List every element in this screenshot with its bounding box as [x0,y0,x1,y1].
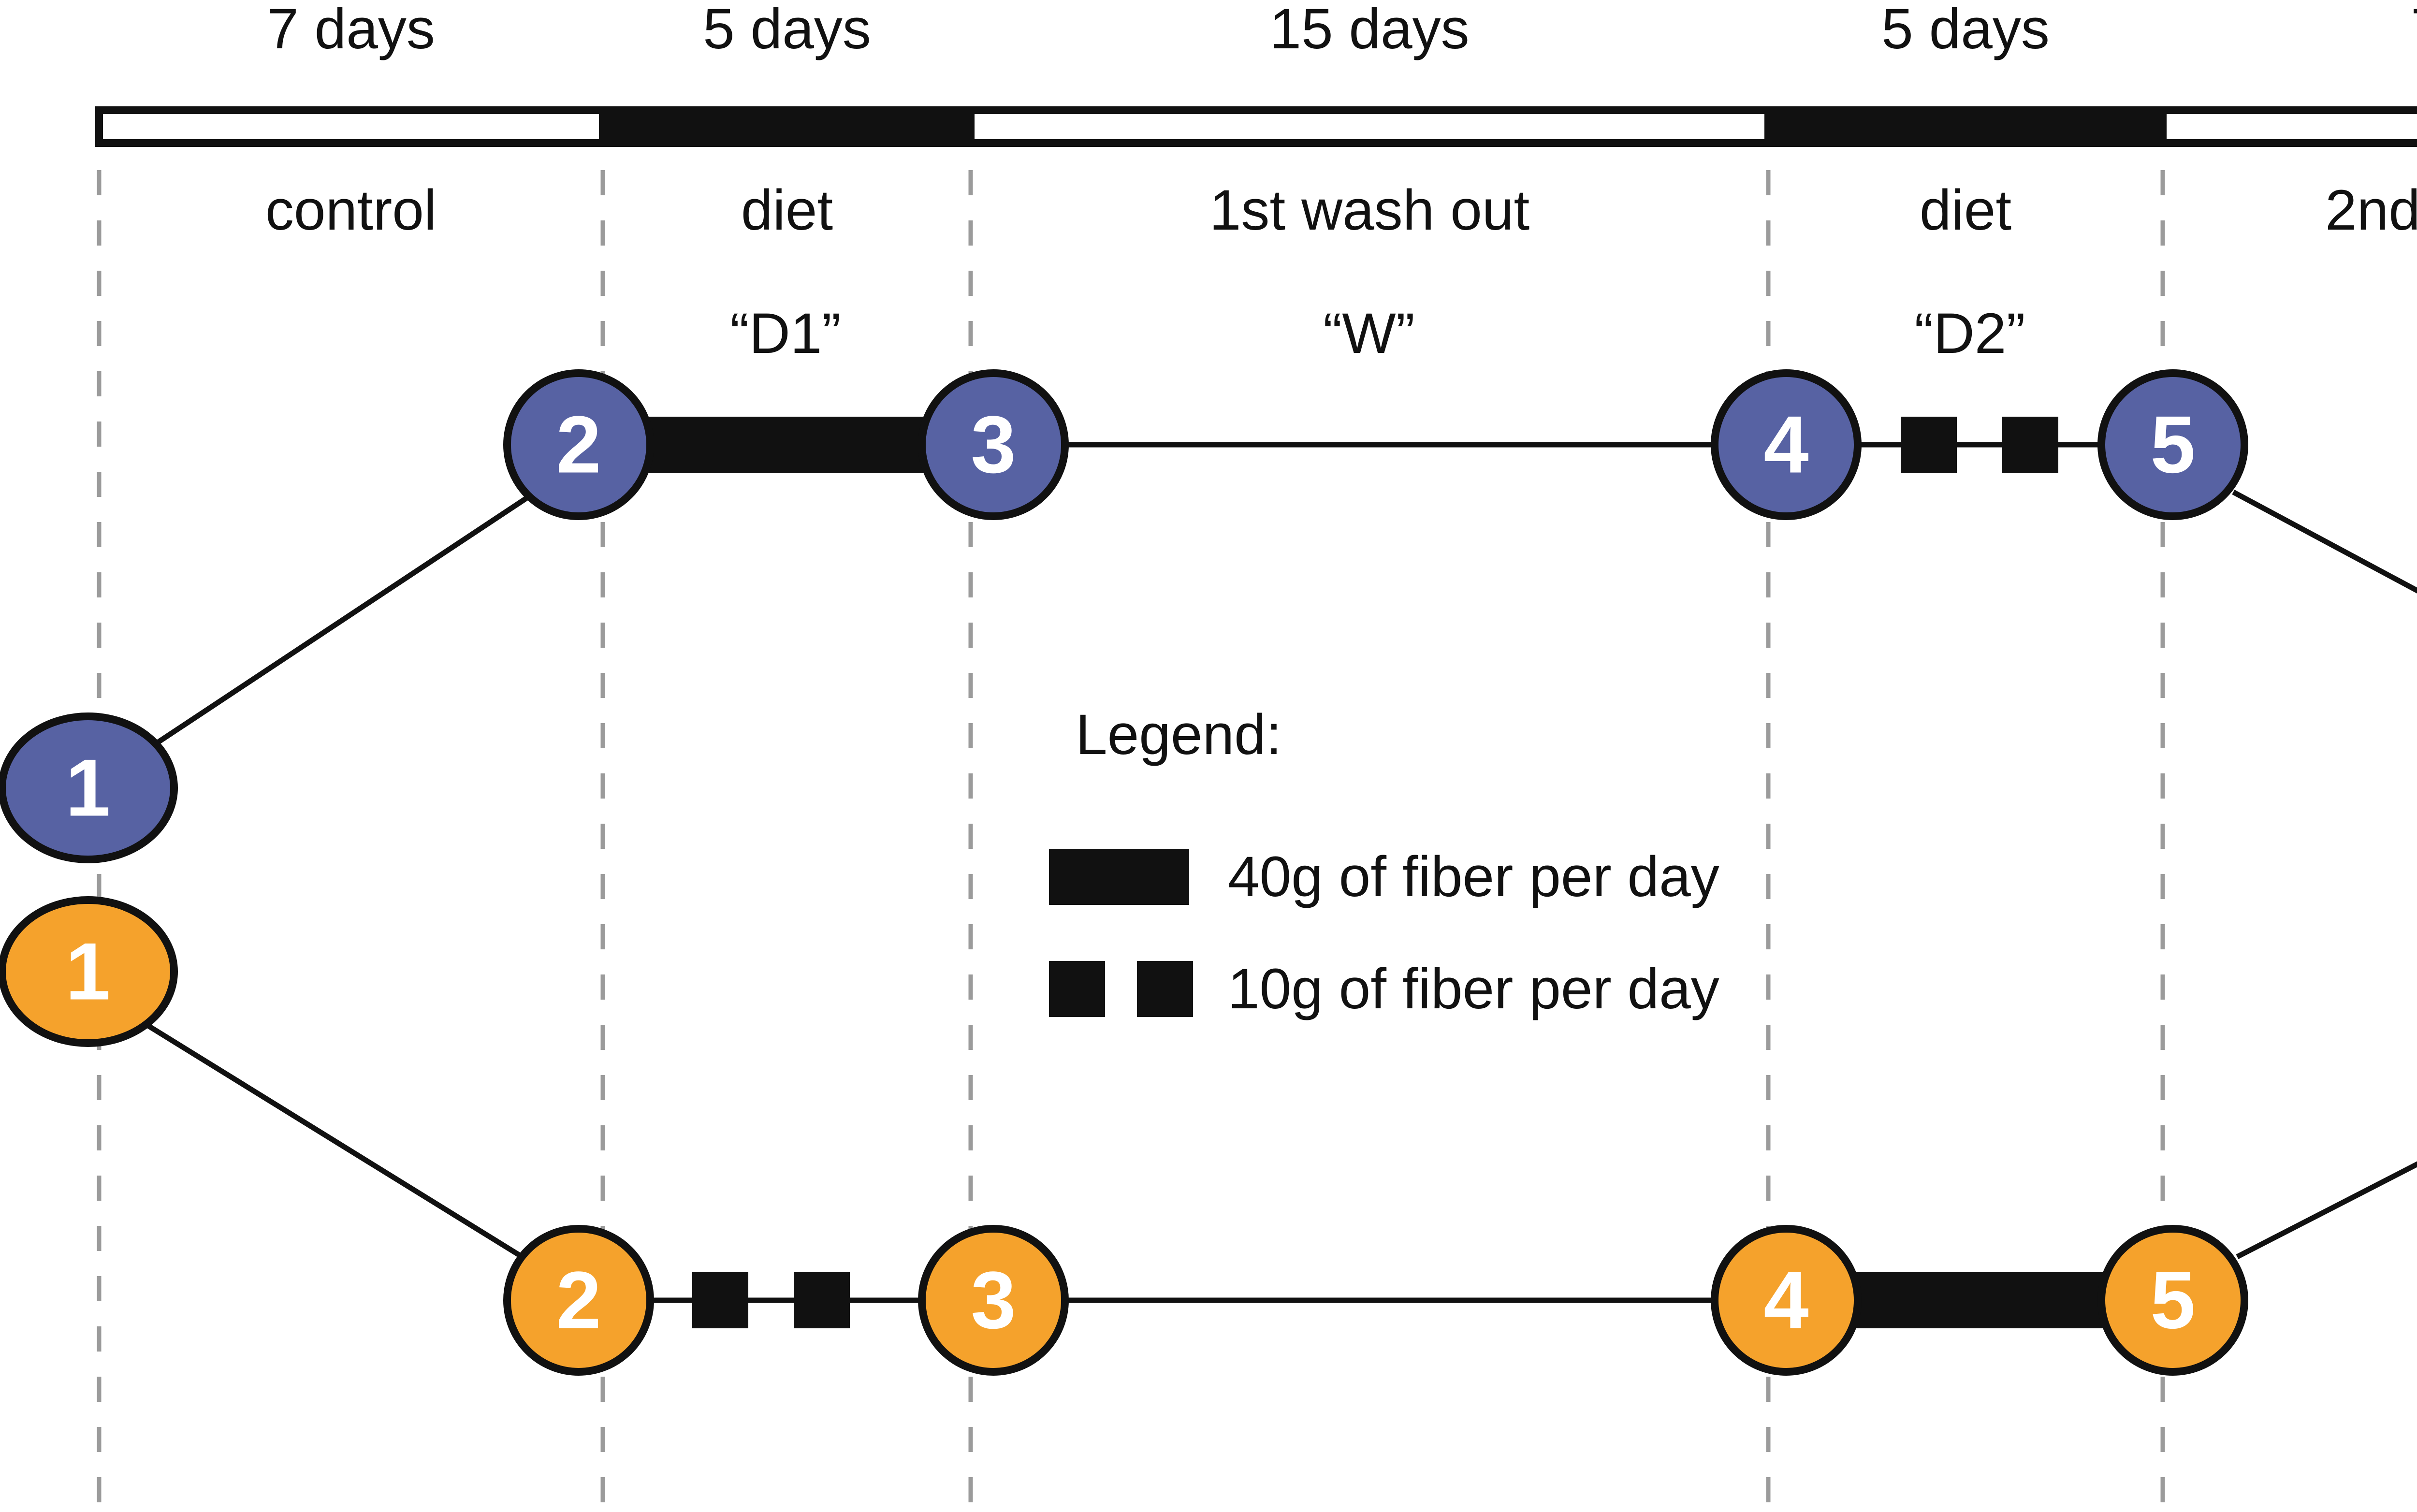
node-blue-3-label: 3 [971,399,1016,490]
node-orange-2-label: 2 [556,1254,601,1346]
period-duration-washout-2: 7 days [2411,0,2417,62]
legend-title: Legend: [1076,703,1282,767]
node-orange-4-label: 4 [1763,1254,1809,1346]
blue-arm-links [153,417,2417,747]
node-blue-2[interactable] [503,369,654,520]
node-blue-1[interactable] [0,712,178,863]
node-orange-2[interactable] [503,1225,654,1376]
timeline-bar [95,106,2417,147]
timeline-segment-control [95,106,607,147]
node-blue-1-label: 1 [65,742,111,833]
period-name-diet-1: diet [741,178,833,242]
node-blue-3[interactable] [918,369,1069,520]
link-blue-2-3-thick [643,417,931,473]
node-orange-1[interactable] [0,896,178,1047]
legend-swatch-40g-icon [1049,849,1189,905]
orange-arm-nodes [0,896,2248,1376]
node-blue-5-label: 5 [2150,399,2196,490]
node-blue-4-label: 4 [1763,399,1809,490]
link-orange-2-3-dash-1 [692,1272,748,1328]
orange-arm-links [144,1021,2417,1328]
node-orange-4[interactable] [1711,1225,1862,1376]
node-orange-3[interactable] [918,1225,1069,1376]
legend-swatch-10g-icon-a [1049,961,1105,1017]
period-name-washout-2: 2nd wash out [2325,178,2417,242]
link-blue-4-5-dash-1 [1901,417,1957,473]
timeline-segment-diet-2 [1768,106,2163,147]
period-name-diet-2: diet [1919,178,2012,242]
link-orange-5-6 [2236,1161,2417,1259]
node-blue-5[interactable] [2097,369,2248,520]
period-duration-diet-2: 5 days [1881,0,2050,61]
link-orange-2-3-dash-2 [794,1272,850,1328]
period-name-control: control [265,178,437,242]
legend-swatches [1049,849,1193,1017]
node-blue-4[interactable] [1711,369,1862,520]
legend-label-10g: 10g of fiber per day [1228,957,1719,1021]
timeline-segment-washout-1 [967,106,1772,147]
node-orange-5[interactable] [2097,1225,2248,1376]
timeline-segment-washout-2 [2159,106,2417,147]
node-orange-3-label: 3 [971,1254,1016,1346]
legend-label-40g: 40g of fiber per day [1228,845,1719,909]
edge-label-w: “W” [1323,302,1415,365]
period-duration-diet-1: 5 days [703,0,871,61]
period-name-washout-1: 1st wash out [1209,178,1530,242]
link-blue-5-6 [2232,490,2417,594]
edge-label-d1: “D1” [730,302,841,365]
legend-swatch-10g-icon-b [1137,961,1193,1017]
link-orange-4-5-thick [1851,1272,2110,1328]
node-orange-1-label: 1 [65,926,111,1017]
link-blue-4-5-dash-2 [2002,417,2058,473]
period-duration-washout-1: 15 days [1269,0,1470,61]
blue-arm-nodes [0,369,2248,863]
timeline-segment-diet-1 [603,106,971,147]
period-duration-control: 7 days [267,0,435,61]
link-orange-1-2 [144,1021,524,1259]
node-blue-2-label: 2 [556,399,601,490]
link-blue-1-2 [153,495,529,747]
edge-label-d2: “D2” [1914,302,2025,365]
node-orange-5-label: 5 [2150,1254,2196,1346]
